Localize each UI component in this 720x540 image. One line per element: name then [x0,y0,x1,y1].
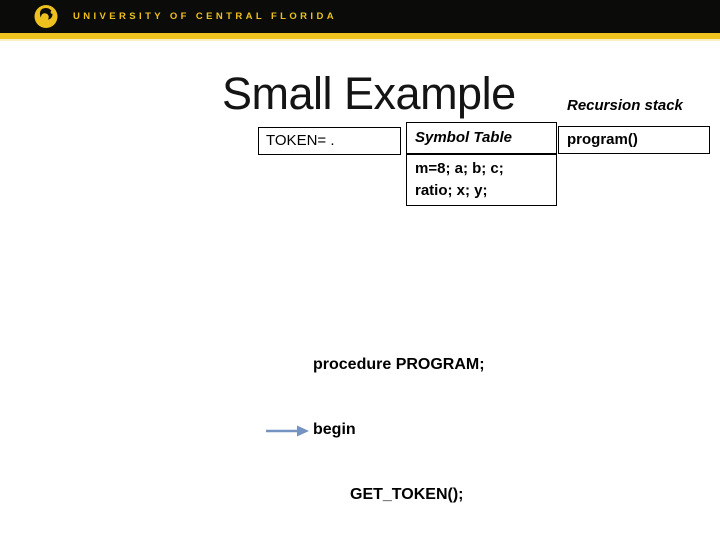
page-title: Small Example [222,68,516,119]
ucf-pegasus-icon [34,5,58,28]
recursion-stack-frame-box: program() [558,126,710,154]
arrow-right-icon [266,425,309,437]
pale-gold-divider [0,39,720,41]
university-brand-text: UNIVERSITY OF CENTRAL FLORIDA [73,11,337,22]
code-block: procedure PROGRAM; begin GET_TOKEN(); BL… [313,311,583,540]
header-bar: UNIVERSITY OF CENTRAL FLORIDA [0,0,720,33]
symbol-table-header-box: Symbol Table [406,122,557,154]
symbol-table-entries-box: m=8; a; b; c; ratio; x; y; [406,154,557,206]
token-box: TOKEN= . [258,127,401,155]
code-line: procedure PROGRAM; [313,356,485,374]
symbol-table-entry: ratio; x; y; [415,182,488,199]
symbol-table-entry: m=8; a; b; c; [415,160,504,177]
code-line: GET_TOKEN(); [350,485,464,503]
gold-divider [0,33,720,39]
code-line: begin [313,420,356,438]
recursion-stack-label: Recursion stack [567,97,683,114]
